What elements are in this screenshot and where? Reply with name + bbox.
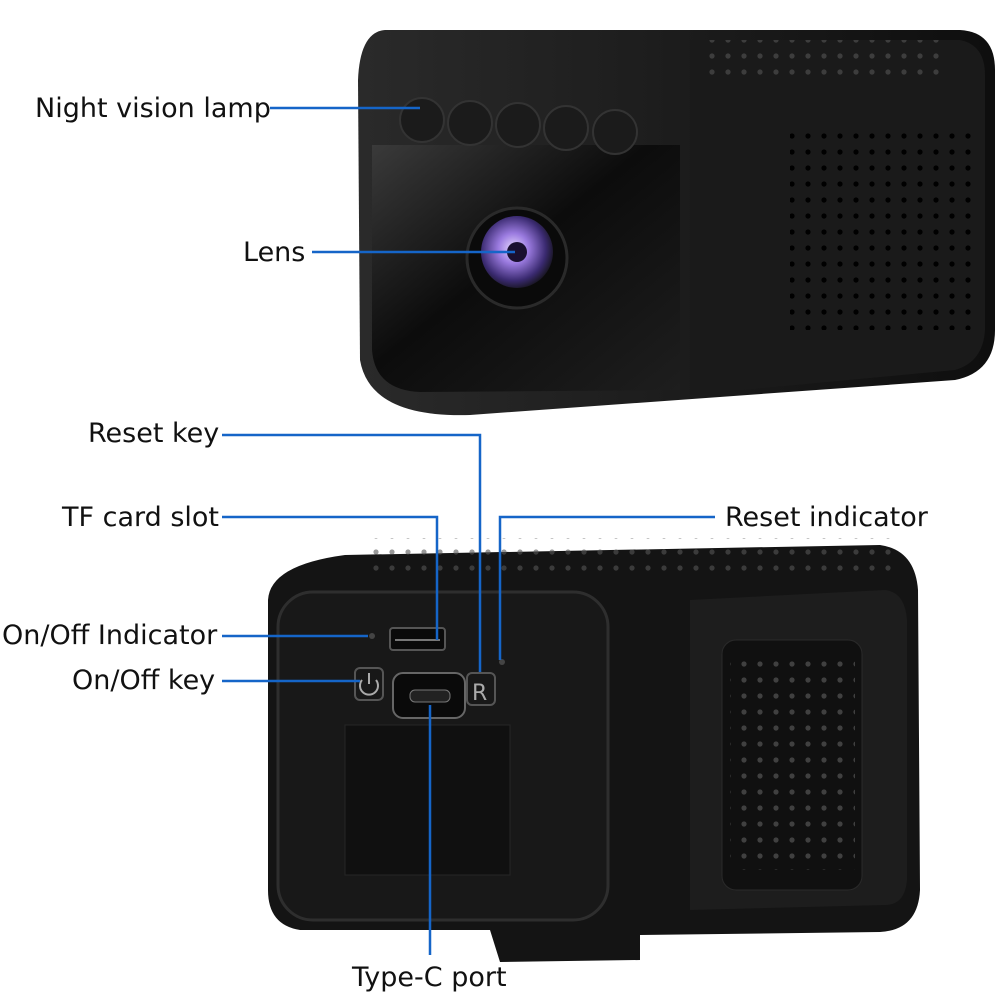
night-vision-lamps xyxy=(399,97,638,155)
label-on-off-key: On/Off key xyxy=(72,665,216,696)
top-camera xyxy=(358,30,995,416)
lens xyxy=(465,206,569,310)
power-icon xyxy=(354,667,384,701)
label-on-off-indicator: On/Off Indicator xyxy=(2,620,218,651)
label-reset-key: Reset key xyxy=(88,418,220,449)
reset-key-glyph: R xyxy=(472,681,487,706)
label-reset-indicator: Reset indicator xyxy=(725,502,928,533)
label-lens: Lens xyxy=(243,237,306,268)
on-off-indicator xyxy=(369,633,375,639)
bottom-camera: R xyxy=(268,538,920,962)
label-night-vision-lamp: Night vision lamp xyxy=(35,93,271,124)
leader-lines xyxy=(222,106,715,955)
tf-card-slot xyxy=(389,627,446,651)
label-type-c-port: Type-C port xyxy=(352,962,507,993)
label-tf-card-slot: TF card slot xyxy=(62,502,220,533)
reset-indicator xyxy=(499,659,505,665)
